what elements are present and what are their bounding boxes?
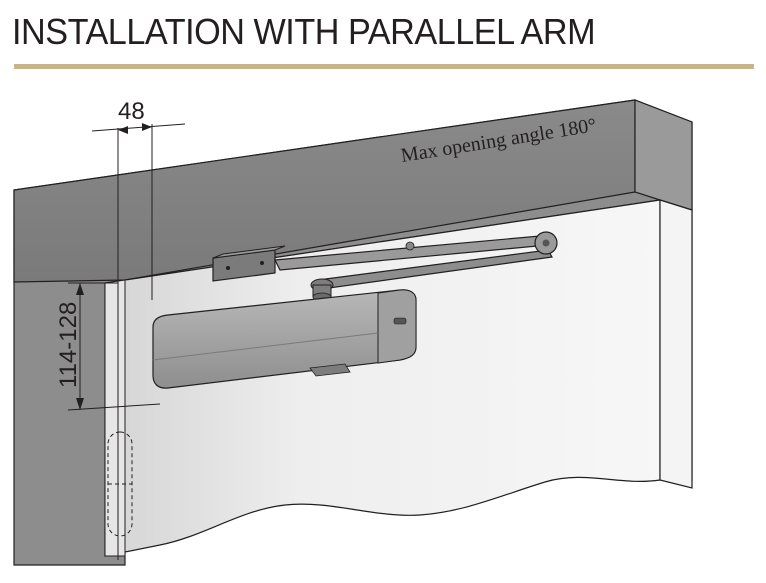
dimension-48 (91, 123, 186, 560)
dimension-114-128 (67, 282, 161, 411)
dimension-114-128-label: 114-128 (55, 302, 82, 388)
right-jamb (659, 199, 693, 489)
frame-header (13, 99, 636, 283)
hinge-icon (107, 431, 133, 537)
door-closer-body (152, 289, 417, 389)
dimension-48-label: 48 (118, 98, 145, 125)
door-leaf (104, 199, 661, 557)
page-title: INSTALLATION WITH PARALLEL ARM (12, 11, 596, 52)
title-underline (14, 64, 754, 69)
door-edge (104, 279, 126, 557)
arm-mounting-plate (212, 245, 286, 282)
frame-header-side (634, 99, 693, 211)
